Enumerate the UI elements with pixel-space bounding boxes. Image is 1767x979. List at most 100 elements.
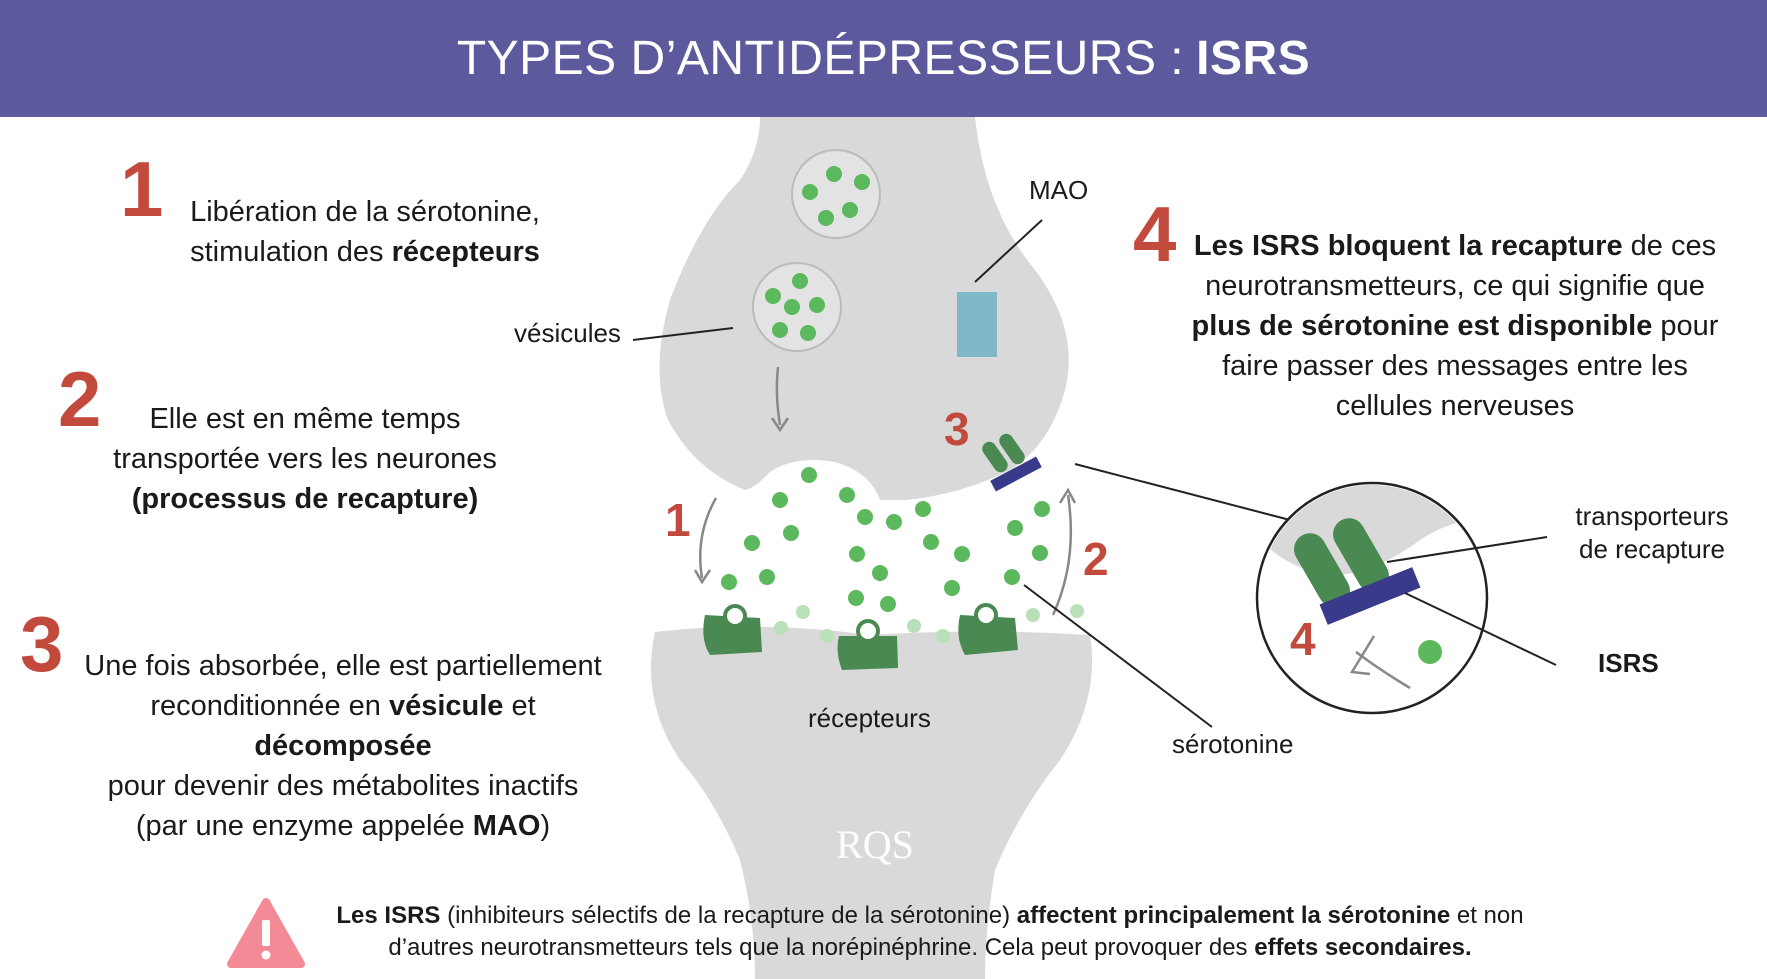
transporteurs-label: transporteurs de recapture xyxy=(1572,500,1732,566)
serotonin-dot xyxy=(721,574,737,590)
serotonin-dot xyxy=(1418,640,1442,664)
warning-text: Les ISRS (inhibiteurs sélectifs de la re… xyxy=(300,900,1560,964)
serotonin-dot xyxy=(880,596,896,612)
marker-3-label: 3 xyxy=(944,403,970,455)
step-4-line1: de ces xyxy=(1622,230,1717,262)
serotonin-dot xyxy=(839,487,855,503)
page-header: TYPES D’ANTIDÉPRESSEURS : ISRS xyxy=(0,0,1767,117)
serotonin-dot xyxy=(801,467,817,483)
step-2-line1: Elle est en même temps xyxy=(149,403,461,435)
step-4-number: 4 xyxy=(1133,190,1177,278)
serotonin-dot xyxy=(1034,501,1050,517)
serotonin-dot xyxy=(820,629,834,643)
step-4-line3: pour xyxy=(1652,310,1719,342)
step-2-text: Elle est en même temps transportée vers … xyxy=(100,399,510,519)
serotonin-dot xyxy=(848,590,864,606)
serotonin-dot xyxy=(809,297,825,313)
presynaptic-neuron xyxy=(659,117,1069,500)
step-1-number: 1 xyxy=(120,145,164,233)
step-3-line2-a: reconditionnée en xyxy=(150,690,389,722)
vesicle xyxy=(791,149,881,239)
serotonin-dot xyxy=(872,565,888,581)
serotonin-dot xyxy=(818,210,834,226)
transporteurs-line2: de recapture xyxy=(1579,534,1725,564)
serotonin-dot xyxy=(854,174,870,190)
receptor xyxy=(837,619,898,670)
step-1-line1: Libération de la sérotonine, xyxy=(190,196,540,228)
serotonin-dot xyxy=(765,288,781,304)
step-4-line5: cellules nerveuses xyxy=(1335,390,1575,422)
arrow-1-label: 1 xyxy=(665,494,691,546)
zoom-circle xyxy=(1255,481,1489,715)
warning-bold1: Les ISRS xyxy=(336,902,441,929)
recepteurs-label: récepteurs xyxy=(808,703,931,733)
serotonin-dot xyxy=(802,184,818,200)
serotonin-dot xyxy=(923,534,939,550)
serotonin-dot xyxy=(784,299,800,315)
vesicle xyxy=(752,262,842,352)
serotonin-dot xyxy=(1004,569,1020,585)
serotonin-dot xyxy=(1070,604,1084,618)
mao-label: MAO xyxy=(1029,175,1089,205)
page-title: TYPES D’ANTIDÉPRESSEURS : xyxy=(456,32,1185,85)
warning-icon xyxy=(227,898,305,968)
serotonin-dot xyxy=(849,546,865,562)
step-3-number: 3 xyxy=(20,600,64,688)
warning-bold3: effets secondaires. xyxy=(1254,934,1472,961)
step-4-line1-bold: Les ISRS bloquent la recapture xyxy=(1193,230,1623,262)
warning-plain1: (inhibiteurs sélectifs de la recapture d… xyxy=(440,902,1017,929)
step-2-number: 2 xyxy=(58,355,102,443)
rqs-logo: RQS xyxy=(836,822,914,867)
serotonin-dot xyxy=(774,621,788,635)
serotonin-dot xyxy=(915,501,931,517)
step-3-line3: pour devenir des métabolites inactifs xyxy=(107,770,579,802)
vesicules-label: vésicules xyxy=(514,318,621,348)
step-3-line4-b: MAO xyxy=(472,810,541,842)
serotonin-dot xyxy=(772,322,788,338)
step-4-line2: neurotransmetteurs, ce qui signifie que xyxy=(1205,270,1705,302)
serotonin-dot xyxy=(783,525,799,541)
serotonin-dot xyxy=(1032,545,1048,561)
warning-plain3: d’autres neurotransmetteurs tels que la … xyxy=(388,934,1255,961)
step-2-line2: transportée vers les neurones xyxy=(113,443,497,475)
page-title-bold: ISRS xyxy=(1196,32,1311,85)
release-arrow xyxy=(775,366,782,426)
receptor xyxy=(703,604,762,655)
receptor xyxy=(958,603,1018,655)
step-4-text: Les ISRS bloquent la recapture de ces ne… xyxy=(1190,226,1720,426)
serotonin-dot xyxy=(796,605,810,619)
serotonin-dot xyxy=(800,325,816,341)
serotonin-dot xyxy=(1007,520,1023,536)
serotonine-label: sérotonine xyxy=(1172,729,1294,759)
step-3-line2-d: décomposée xyxy=(254,730,432,762)
step-3-line2-c: et xyxy=(503,690,536,722)
mao-enzyme xyxy=(957,292,997,357)
serotonin-dot xyxy=(936,629,950,643)
serotonin-dot xyxy=(886,514,902,530)
step-3-line4-c: ) xyxy=(540,810,551,842)
zoom-4-label: 4 xyxy=(1290,613,1316,665)
step-3-line4-a: (par une enzyme appelée xyxy=(135,810,473,842)
step-3-line1: Une fois absorbée, elle est partiellemen… xyxy=(84,650,602,682)
step-1-text: Libération de la sérotonine, stimulation… xyxy=(170,192,560,272)
warning-bold2: affectent principalement la sérotonine xyxy=(1016,902,1451,929)
transporteurs-line1: transporteurs xyxy=(1575,501,1729,531)
cleft-serotonin xyxy=(721,467,1050,612)
step-4-line4: faire passer des messages entre les xyxy=(1222,350,1688,382)
isrs-label: ISRS xyxy=(1598,648,1659,678)
serotonin-dot xyxy=(857,509,873,525)
serotonin-dot xyxy=(944,580,960,596)
step-1-line2-bold: récepteurs xyxy=(391,236,540,268)
arrow-1 xyxy=(699,497,718,579)
faded-serotonin xyxy=(774,604,1084,643)
step-2-line3-bold: (processus de recapture) xyxy=(131,483,479,515)
serotonin-dot xyxy=(1026,608,1040,622)
arrow-2-label: 2 xyxy=(1083,533,1109,585)
serotonin-dot xyxy=(759,569,775,585)
recapture-transporter-small xyxy=(982,433,1042,492)
serotonin-dot xyxy=(744,535,760,551)
step-3-line2-b: vésicule xyxy=(388,690,504,722)
postsynaptic-neuron xyxy=(650,626,1092,979)
step-3-text: Une fois absorbée, elle est partiellemen… xyxy=(58,646,628,846)
